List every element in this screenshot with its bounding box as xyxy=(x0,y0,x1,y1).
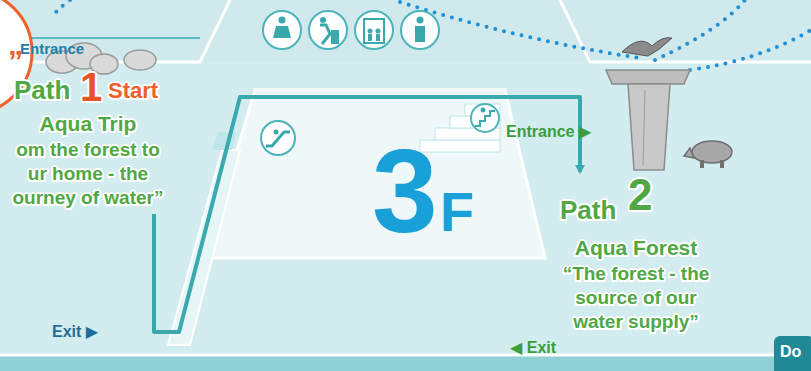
column-picture xyxy=(606,70,690,170)
cut-off-label: Do xyxy=(780,343,801,361)
floor-platform xyxy=(205,90,545,258)
escalator-top xyxy=(212,132,236,150)
exit-label: Exit ▶ xyxy=(52,322,98,341)
floor-number: 3 xyxy=(372,132,438,250)
floor-area xyxy=(0,62,811,355)
wall-line xyxy=(560,0,811,62)
exhibit-subtitle: om the forest to ur home - the ourney of… xyxy=(8,138,168,210)
path-word: Path xyxy=(14,76,70,106)
bird-picture xyxy=(622,38,672,56)
dotted-trail xyxy=(56,0,70,12)
path-word: Path xyxy=(560,196,616,226)
dotted-trail xyxy=(400,2,640,58)
exhibit-title: Aqua Trip xyxy=(4,112,172,136)
floor-edge xyxy=(0,355,811,371)
exhibit-title: Aqua Forest xyxy=(552,236,720,260)
exhibit-area: 3F xyxy=(372,132,479,254)
escalator-icon xyxy=(261,121,295,155)
floor-letter: F xyxy=(440,184,474,240)
wall-line xyxy=(0,354,811,357)
wall-line xyxy=(0,0,230,62)
exit-label: ◀ Exit xyxy=(510,338,556,357)
boar-picture xyxy=(684,141,732,168)
escalator-ramp xyxy=(168,150,240,345)
stairs-icon xyxy=(471,104,499,132)
exhibit-area: Path 2Aqua Forest“The forest - the source… xyxy=(552,172,724,338)
quote-mark: ” xyxy=(8,44,23,78)
start-word: Start xyxy=(108,78,158,103)
exhibit-area: Path1StartAqua Tripom the forest to ur h… xyxy=(4,70,176,214)
corner-box xyxy=(774,336,811,371)
path-number: 2 xyxy=(628,170,652,221)
dotted-trail xyxy=(690,30,811,70)
entrance-label: Entrance xyxy=(20,40,84,57)
entrance-label: Entrance ▶ xyxy=(506,122,591,141)
dotted-trail xyxy=(655,0,745,60)
path-number: 1 xyxy=(80,64,102,110)
exhibit-subtitle: “The forest - the source of our water su… xyxy=(556,262,716,334)
facility-icons xyxy=(263,11,439,49)
